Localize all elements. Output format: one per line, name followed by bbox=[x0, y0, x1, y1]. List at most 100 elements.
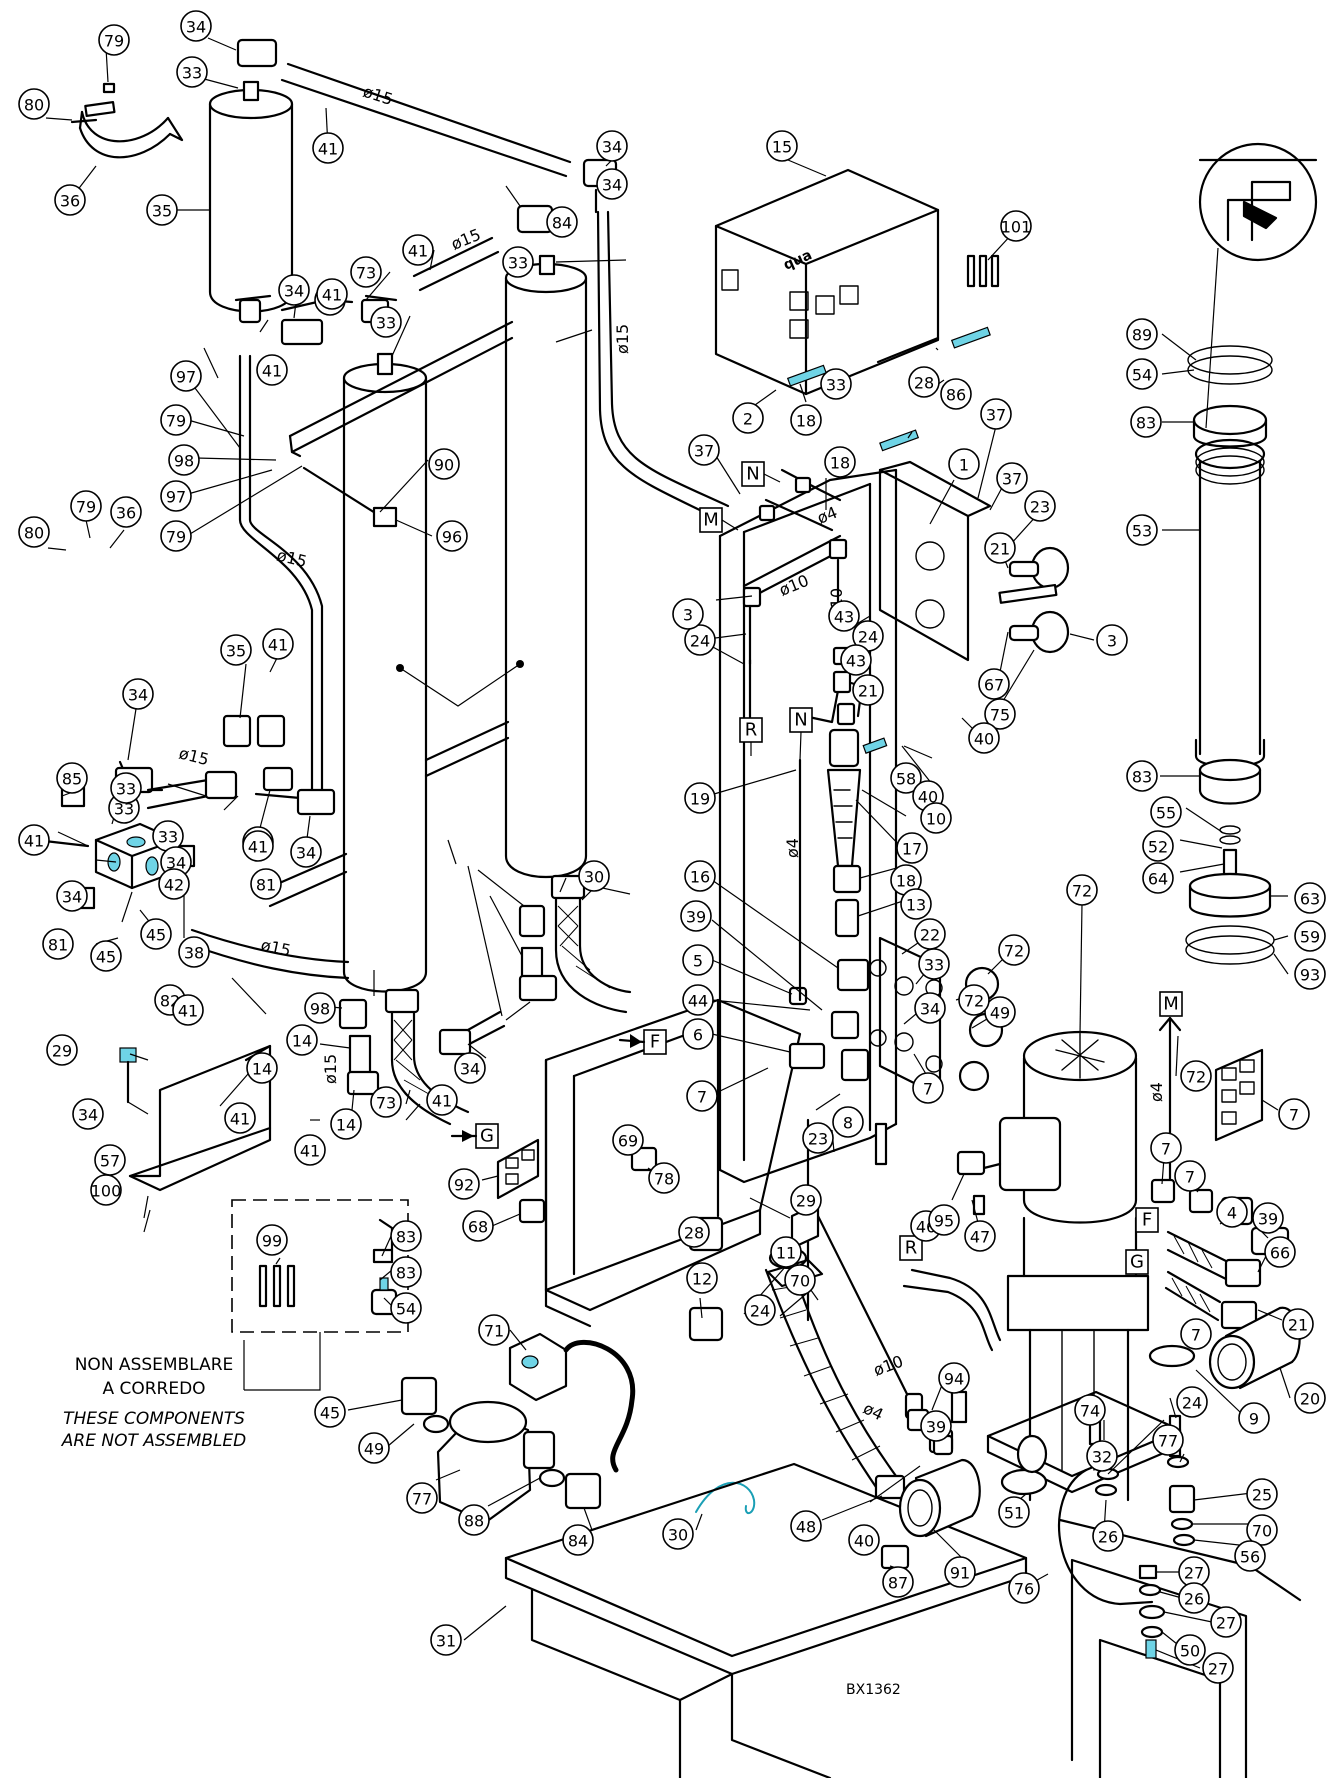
callout-52: 52 bbox=[1142, 830, 1174, 862]
callout-63: 63 bbox=[1294, 882, 1326, 914]
callout-number: 72 bbox=[1072, 882, 1092, 901]
callout-88: 88 bbox=[458, 1504, 490, 1536]
callout-circle bbox=[896, 832, 928, 864]
callout-79: 79 bbox=[70, 490, 102, 522]
callout-54: 54 bbox=[1126, 358, 1158, 390]
callout-circle bbox=[682, 1018, 714, 1050]
callout-81: 81 bbox=[42, 928, 74, 960]
callout-circle bbox=[914, 992, 946, 1024]
callout-circle bbox=[160, 404, 192, 436]
callout-37: 37 bbox=[996, 462, 1028, 494]
callout-74: 74 bbox=[1074, 1394, 1106, 1426]
callout-circle bbox=[546, 206, 578, 238]
callout-circle bbox=[18, 88, 50, 120]
svg-text:G: G bbox=[1130, 1252, 1144, 1273]
callout-83: 83 bbox=[390, 1220, 422, 1252]
note-line-1: NON ASSEMBLARE bbox=[75, 1355, 234, 1375]
callout-circle bbox=[958, 984, 990, 1016]
callout-circle bbox=[146, 194, 178, 226]
callout-4: 4 bbox=[1216, 1196, 1248, 1228]
callout-number: 39 bbox=[1258, 1210, 1278, 1229]
callout-16: 16 bbox=[684, 860, 716, 892]
callout-number: 37 bbox=[694, 442, 714, 461]
callout-number: 41 bbox=[318, 140, 338, 159]
callout-number: 34 bbox=[460, 1060, 480, 1079]
callout-circle bbox=[98, 24, 130, 56]
callout-number: 80 bbox=[24, 96, 44, 115]
part-callouts: 3479338036413534344133413473413341977998… bbox=[18, 10, 1326, 1684]
callout-number: 16 bbox=[690, 868, 710, 887]
callout-number: 22 bbox=[920, 926, 940, 945]
callout-circle bbox=[246, 1052, 278, 1084]
callout-92: 92 bbox=[448, 1168, 480, 1200]
callout-circle bbox=[684, 782, 716, 814]
callout-34: 34 bbox=[180, 10, 212, 42]
callout-circle bbox=[744, 1294, 776, 1326]
callout-circle bbox=[948, 448, 980, 480]
callout-number: 70 bbox=[790, 1272, 810, 1291]
callout-circle bbox=[684, 624, 716, 656]
callout-number: 50 bbox=[1180, 1642, 1200, 1661]
callout-number: 95 bbox=[934, 1212, 954, 1231]
callout-circle bbox=[176, 56, 208, 88]
dimension-label: ø4 bbox=[860, 1399, 886, 1425]
callout-circle bbox=[110, 772, 142, 804]
callout-number: 55 bbox=[1156, 804, 1176, 823]
callout-circle bbox=[828, 600, 860, 632]
callout-77: 77 bbox=[1152, 1424, 1184, 1456]
callout-91: 91 bbox=[944, 1556, 976, 1588]
callout-circle bbox=[454, 1052, 486, 1084]
callout-number: 34 bbox=[602, 176, 622, 195]
callout-11: 11 bbox=[770, 1236, 802, 1268]
callout-number: 18 bbox=[830, 454, 850, 473]
callout-circle bbox=[998, 934, 1030, 966]
callout-7: 7 bbox=[1278, 1098, 1310, 1130]
callout-number: 24 bbox=[1182, 1394, 1202, 1413]
callout-24: 24 bbox=[684, 624, 716, 656]
callout-number: 34 bbox=[78, 1106, 98, 1125]
callout-circle bbox=[1142, 830, 1174, 862]
callout-number: 73 bbox=[356, 264, 376, 283]
callout-number: 2 bbox=[743, 410, 753, 429]
dimension-label: ø15 bbox=[259, 935, 292, 960]
dimension-label: ø15 bbox=[448, 225, 483, 254]
callout-circle bbox=[122, 678, 154, 710]
callout-number: 20 bbox=[1300, 1390, 1320, 1409]
callout-number: 26 bbox=[1098, 1528, 1118, 1547]
callout-number: 98 bbox=[174, 452, 194, 471]
callout-circle bbox=[832, 1106, 864, 1138]
callout-number: 88 bbox=[464, 1512, 484, 1531]
callout-circle bbox=[686, 1262, 718, 1294]
svg-text:N: N bbox=[746, 464, 759, 485]
callout-number: 33 bbox=[182, 64, 202, 83]
callout-89: 89 bbox=[1126, 318, 1158, 350]
callout-circle bbox=[262, 628, 294, 660]
callout-circle bbox=[90, 940, 122, 972]
callout-circle bbox=[294, 1134, 326, 1166]
callout-number: 97 bbox=[176, 368, 196, 387]
callout-75: 75 bbox=[984, 698, 1016, 730]
callout-56: 56 bbox=[1234, 1540, 1266, 1572]
callout-number: 48 bbox=[796, 1518, 816, 1537]
callout-70: 70 bbox=[1246, 1514, 1278, 1546]
callout-circle bbox=[802, 1122, 834, 1154]
callout-circle bbox=[168, 444, 200, 476]
callout-22: 22 bbox=[914, 918, 946, 950]
callout-6: 6 bbox=[682, 1018, 714, 1050]
callout-73: 73 bbox=[350, 256, 382, 288]
callout-number: 27 bbox=[1216, 1614, 1236, 1633]
dimension-label: ø4 bbox=[1147, 1082, 1166, 1102]
callout-number: 34 bbox=[128, 686, 148, 705]
callout-number: 33 bbox=[158, 828, 178, 847]
callout-70: 70 bbox=[784, 1264, 816, 1296]
callout-circle bbox=[170, 360, 202, 392]
note-line-2: A CORREDO bbox=[102, 1379, 205, 1399]
callout-circle bbox=[596, 168, 628, 200]
callout-number: 36 bbox=[116, 504, 136, 523]
callout-20: 20 bbox=[1294, 1382, 1326, 1414]
callout-circle bbox=[920, 802, 952, 834]
callout-circle bbox=[1086, 1440, 1118, 1472]
callout-43: 43 bbox=[828, 600, 860, 632]
callout-21: 21 bbox=[984, 532, 1016, 564]
callout-41: 41 bbox=[242, 830, 274, 862]
